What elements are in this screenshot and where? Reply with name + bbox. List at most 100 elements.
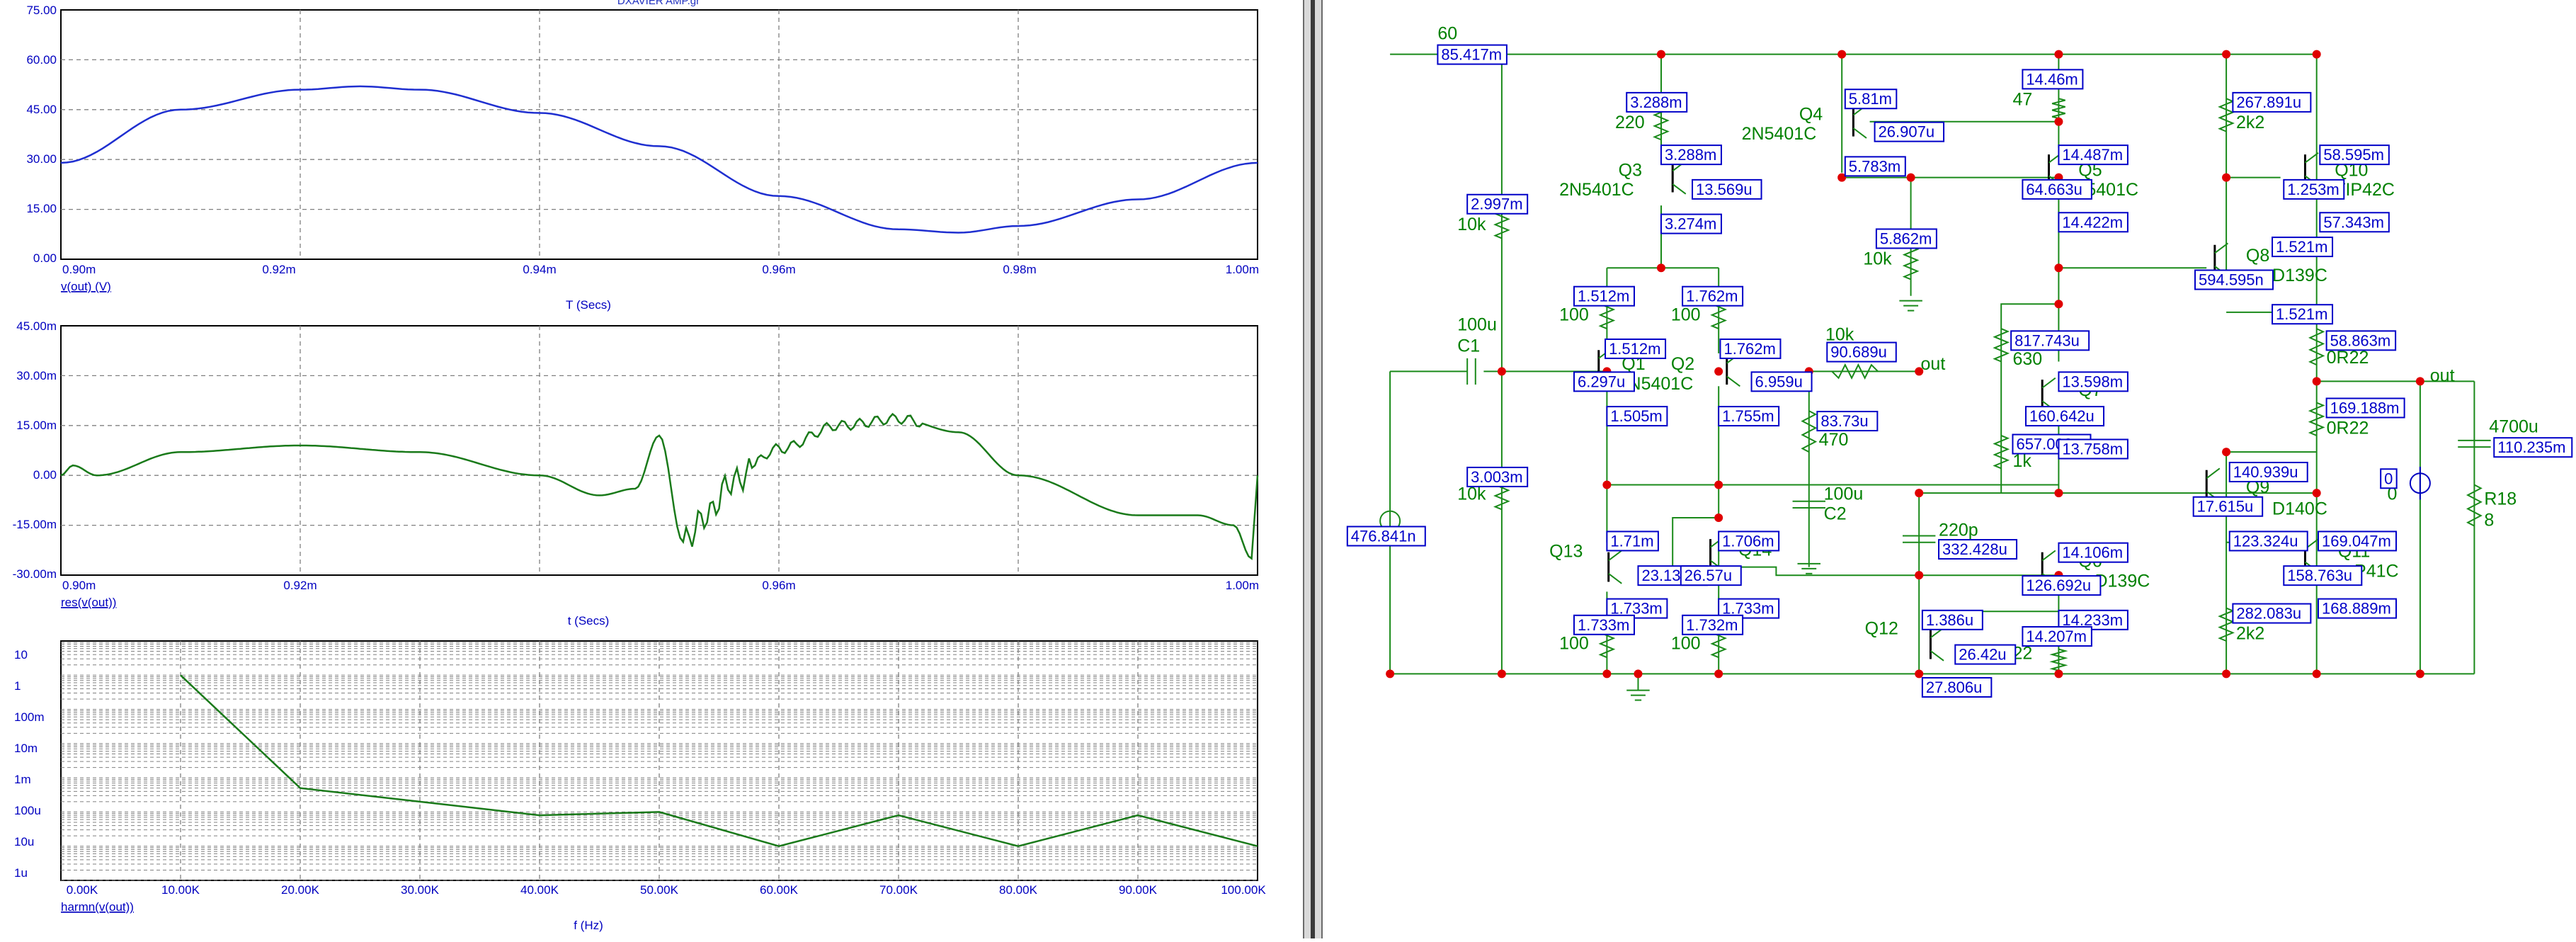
- probe-p1732: 1.732m: [1682, 614, 1744, 635]
- probe-value: 5.783m: [1849, 157, 1900, 175]
- probe-box: [2318, 598, 2398, 619]
- probe-p169047: 169.047m: [2318, 530, 2398, 552]
- panel-vout-ytick: 45.00: [26, 103, 57, 116]
- node-dot: [1714, 669, 1723, 679]
- probe-value: 83.73u: [1820, 412, 1868, 430]
- panel-res-trace-label[interactable]: res(v(out)): [61, 596, 116, 609]
- panel-vout-xtick: 0.96m: [762, 263, 795, 276]
- probe-p332428: 332.428u: [1938, 539, 2018, 560]
- probe-value: 5.81m: [1849, 90, 1892, 108]
- probe-p1386: 1.386u: [1921, 609, 1983, 630]
- probe-value: 27.806u: [1926, 679, 1983, 696]
- transistor-lead: [2041, 377, 2056, 389]
- probe-value: 817.743u: [2014, 331, 2080, 349]
- transistor-lead: [1608, 573, 1622, 584]
- probe-box: [1692, 178, 1762, 200]
- label-c220p: 220p: [1939, 520, 1978, 540]
- probe-box: [1719, 338, 1782, 359]
- node-dot: [2222, 173, 2231, 182]
- probe-box: [2010, 330, 2090, 351]
- resistor: [2051, 98, 2065, 120]
- probe-box: [1680, 565, 1742, 586]
- probe-box: [1626, 91, 1688, 113]
- transistor-lead: [1672, 183, 1687, 195]
- probe-p1733a: 1.733m: [1606, 598, 1668, 619]
- panel-harm-trace-label[interactable]: harmn(v(out)): [61, 900, 134, 914]
- probe-value: 14.487m: [2062, 146, 2123, 164]
- label-c2: C2: [1824, 504, 1847, 523]
- probe-box: [2325, 330, 2397, 351]
- probe-value: 6.959u: [1755, 373, 1803, 390]
- node-dot: [1714, 513, 1723, 522]
- panel-harm-series-line: [180, 674, 1258, 847]
- probe-value: 26.57u: [1685, 567, 1732, 584]
- probe-value: 594.595n: [2199, 271, 2264, 288]
- graph-title: DXAVIER AMP.gr: [617, 0, 700, 7]
- panel-vout-xtick: 0.98m: [1003, 263, 1036, 276]
- probe-box: [1466, 193, 1529, 215]
- label-c100u2: 100u: [1824, 484, 1864, 504]
- probe-p1505: 1.505m: [1606, 406, 1668, 427]
- probe-box: [2192, 496, 2264, 517]
- label-r100_a: 100: [1559, 305, 1589, 324]
- probe-p267891: 267.891u: [2232, 91, 2312, 113]
- schematic-probes: 85.417m2.997m3.003m476.841n3.288m3.288m3…: [1346, 44, 2573, 698]
- panel-vout-ytick: 0.00: [33, 251, 57, 265]
- panel-harm[interactable]: 10 1 100m 10m 1m 100u 10u 1u 0.00K 10.00…: [14, 640, 1267, 932]
- node-dot: [2222, 50, 2231, 59]
- probe-p1762a: 1.762m: [1682, 285, 1744, 307]
- resistor: [2466, 484, 2483, 527]
- panel-harm-xtick: 70.00K: [879, 883, 918, 897]
- probe-p1521a: 1.521m: [2272, 237, 2334, 258]
- probe-box: [1437, 44, 1508, 65]
- panel-vout-trace-label[interactable]: v(out) (V): [61, 280, 111, 293]
- probe-p1755: 1.755m: [1718, 406, 1780, 427]
- panel-harm-ytick: 1m: [14, 773, 31, 786]
- probe-p168889: 168.889m: [2318, 598, 2398, 619]
- probe-value: 17.615u: [2197, 498, 2254, 516]
- panel-res-grid: [61, 326, 1258, 575]
- probe-box: [1346, 526, 1426, 547]
- node-dot: [2415, 377, 2424, 386]
- probe-value: 5.862m: [1880, 229, 1932, 247]
- resistor: [2218, 98, 2235, 132]
- panel-res[interactable]: 45.00m 30.00m 15.00m 0.00 -15.00m -30.00…: [13, 319, 1259, 628]
- panel-harm-xticks: 0.00K 10.00K 20.00K 30.00K 40.00K 50.00K…: [67, 883, 1267, 897]
- probe-box: [2022, 575, 2102, 596]
- probe-value: 3.003m: [1471, 468, 1522, 486]
- panel-vout-ytick: 60.00: [26, 53, 57, 67]
- label-q9m: D140C: [2272, 499, 2327, 518]
- probe-box: [2232, 603, 2312, 624]
- probe-box: [2025, 406, 2105, 427]
- probe-p594595: 594.595n: [2194, 269, 2274, 290]
- probe-p169188: 169.188m: [2325, 397, 2405, 419]
- probe-box: [1844, 156, 1906, 177]
- panel-res-ytick: -30.00m: [13, 567, 57, 581]
- panel-vout[interactable]: 75.00 60.00 45.00 30.00 15.00 0.00 0.90m…: [26, 4, 1259, 312]
- probe-p83730: 83.73u: [1816, 411, 1879, 432]
- node-dot: [2222, 669, 2231, 679]
- probe-value: 1.521m: [2276, 305, 2327, 323]
- splitter-handle[interactable]: [1311, 0, 1315, 938]
- probe-value: 26.907u: [1879, 123, 1935, 141]
- probe-value: 282.083u: [2236, 605, 2301, 623]
- window-splitter[interactable]: [1303, 0, 1323, 938]
- probe-value: 58.863m: [2330, 331, 2391, 349]
- label-r1k: 1k: [2012, 451, 2031, 471]
- probe-p1253: 1.253m: [2283, 178, 2345, 200]
- panel-vout-grid: [61, 10, 1258, 259]
- probe-value: 1.521m: [2276, 238, 2327, 256]
- label-zero: 0: [2387, 484, 2397, 504]
- probe-p282083: 282.083u: [2232, 603, 2312, 624]
- schematic-canvas[interactable]: 6010k100uC110k220Q32N5401CQ42N5401C47N54…: [1323, 0, 2576, 938]
- probe-value: 1.71m: [1610, 532, 1653, 550]
- resistor: [1993, 328, 2010, 363]
- probe-value: 1.386u: [1926, 611, 1973, 629]
- label-r10k_c: 10k: [1863, 249, 1892, 269]
- node-dot: [1634, 669, 1643, 679]
- probe-box: [1954, 644, 2017, 665]
- probe-box: [1606, 406, 1668, 427]
- label-q8m: D139C: [2272, 266, 2327, 285]
- probe-p1521b: 1.521m: [2272, 304, 2334, 325]
